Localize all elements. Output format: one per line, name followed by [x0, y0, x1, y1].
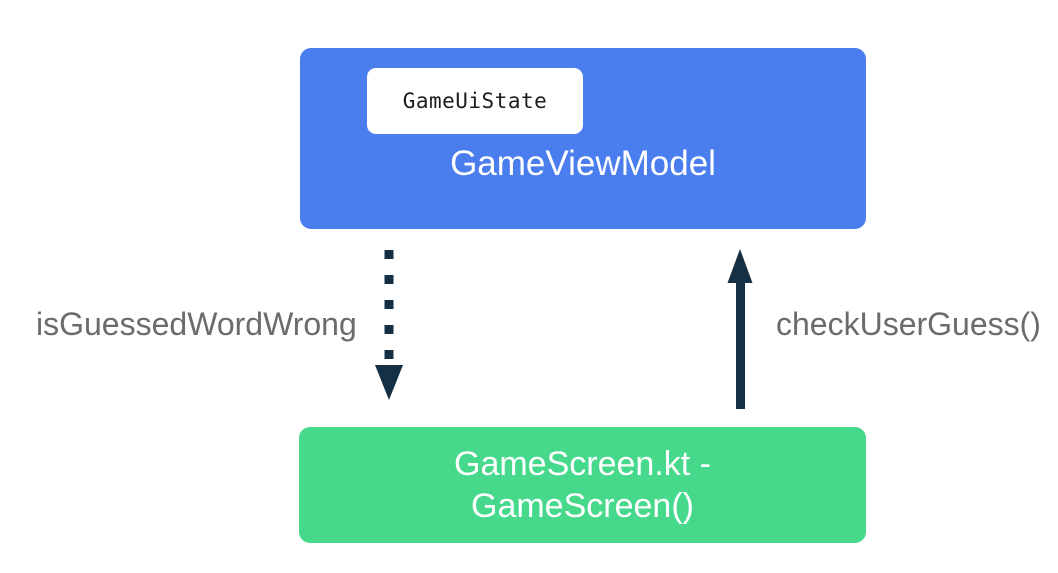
dotted-arrow-down-icon: [375, 250, 403, 400]
ui-state-chip-label: GameUiState: [402, 89, 548, 113]
node-game-view-model: GameUiState GameViewModel: [300, 48, 866, 229]
node-game-view-model-label: GameViewModel: [450, 144, 716, 183]
edge-label-is-guessed-word-wrong: isGuessedWordWrong: [36, 306, 357, 342]
solid-arrow-up-icon: [727, 249, 753, 409]
node-game-screen-label: GameScreen.kt - GameScreen(): [454, 445, 711, 525]
node-game-screen: GameScreen.kt - GameScreen(): [299, 427, 866, 543]
ui-state-chip: GameUiState: [367, 68, 583, 134]
edge-label-check-user-guess: checkUserGuess(): [776, 306, 1041, 342]
